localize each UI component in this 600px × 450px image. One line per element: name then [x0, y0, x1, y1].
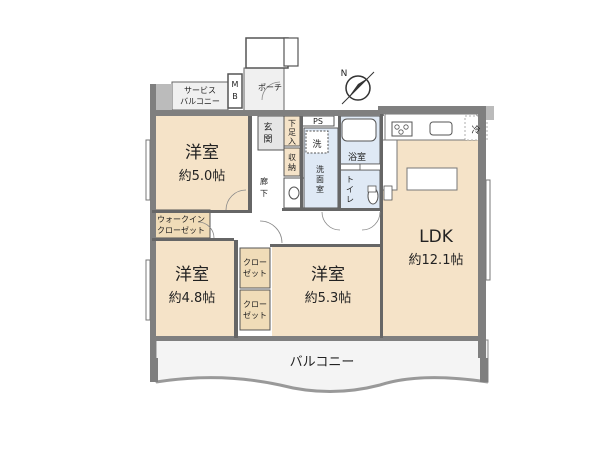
washer-pan — [305, 130, 329, 154]
western3-size: 約5.3帖 — [305, 291, 352, 306]
western3-floor — [272, 247, 382, 338]
walkin-closet-label: クローゼット — [157, 225, 205, 235]
wall — [338, 116, 341, 210]
balcony-rail — [155, 376, 489, 393]
mb-label: M — [232, 80, 239, 89]
service-balcony-label: サービス — [184, 86, 216, 95]
storage-label: 収 — [288, 152, 296, 162]
porch-label: ポーチ — [258, 83, 282, 92]
bathroom-label: 浴室 — [348, 151, 366, 163]
wall — [486, 106, 494, 120]
wall — [150, 84, 156, 364]
service-balcony-label: バルコニー — [180, 97, 220, 106]
wall — [150, 358, 158, 382]
bath-step — [359, 163, 383, 171]
wall — [150, 110, 262, 116]
ldk-name: LDK — [419, 227, 454, 247]
shoe-storage-label: 足 — [288, 128, 296, 137]
balcony-label: バルコニー — [290, 355, 355, 370]
wall — [256, 110, 384, 116]
wall — [378, 106, 486, 114]
closet1-label: クロー — [243, 258, 267, 267]
stove — [391, 121, 413, 137]
hallway-label: 廊 — [260, 176, 268, 186]
porch — [243, 67, 285, 113]
burner — [394, 124, 400, 130]
wall — [282, 208, 382, 211]
porch-gate — [245, 37, 289, 69]
door-swing — [197, 221, 215, 239]
wall — [270, 244, 382, 247]
wall — [150, 336, 486, 341]
wall — [380, 114, 383, 338]
wall — [480, 358, 488, 382]
western1-size: 約5.0帖 — [179, 169, 226, 184]
storage-label: 納 — [288, 162, 296, 172]
window — [485, 179, 491, 281]
meter-box — [227, 73, 243, 109]
walkin-closet-label: ウォークイン — [157, 215, 205, 224]
sink — [429, 121, 453, 136]
western1-name: 洋室 — [185, 143, 219, 163]
burner — [398, 129, 404, 135]
door-swing — [261, 81, 281, 101]
ps-label: PS — [313, 117, 323, 126]
western2-name: 洋室 — [175, 265, 209, 285]
kitchen-island — [406, 167, 458, 191]
hallway-label: 下 — [260, 189, 268, 198]
wall — [248, 116, 252, 210]
kitchen-side-counter — [380, 139, 398, 191]
western2-size: 約4.8帖 — [169, 291, 216, 306]
wall — [478, 106, 486, 358]
window — [145, 139, 151, 201]
washroom-label: 室 — [316, 184, 324, 194]
entrance-label: 関 — [263, 134, 272, 145]
door-swing — [361, 211, 381, 231]
closet2-label: クロー — [243, 300, 267, 309]
door-swing — [225, 189, 247, 211]
ldk-size: 約12.1帖 — [409, 253, 464, 268]
toilet-label: レ — [346, 195, 354, 204]
toilet-tank — [367, 185, 377, 193]
washroom-label: 面 — [316, 175, 324, 184]
burner — [403, 124, 409, 130]
toilet-label: ト — [346, 175, 354, 184]
fridge-label: 冷 — [471, 124, 480, 136]
bathtub — [341, 118, 377, 142]
closet2-label: ゼット — [243, 310, 267, 320]
western2-floor — [152, 240, 234, 338]
toilet-label: イ — [346, 185, 354, 194]
washer-label: 洗 — [312, 138, 321, 150]
shoe-storage-label: 入 — [288, 137, 296, 146]
basin — [288, 186, 300, 200]
walkin-closet — [151, 209, 211, 239]
western3-name: 洋室 — [311, 265, 345, 285]
wall — [234, 240, 238, 338]
closet1 — [239, 247, 271, 289]
entrance-label: 玄 — [263, 121, 272, 133]
north-compass — [341, 71, 375, 105]
toilet-sink — [383, 185, 393, 201]
wall — [300, 116, 303, 210]
wall — [152, 238, 234, 241]
north-label: N — [341, 69, 348, 79]
closet1-label: ゼット — [243, 268, 267, 278]
door-swing — [321, 211, 341, 231]
shoe-storage-label: 下 — [288, 119, 296, 128]
western1-floor — [152, 116, 248, 210]
mb-label: B — [232, 92, 238, 101]
wall — [152, 210, 252, 213]
porch-side — [283, 37, 299, 67]
closet2 — [239, 289, 271, 331]
window — [145, 259, 151, 321]
wall — [156, 84, 172, 110]
washroom-label: 洗 — [316, 164, 324, 174]
door-swing — [259, 220, 283, 244]
